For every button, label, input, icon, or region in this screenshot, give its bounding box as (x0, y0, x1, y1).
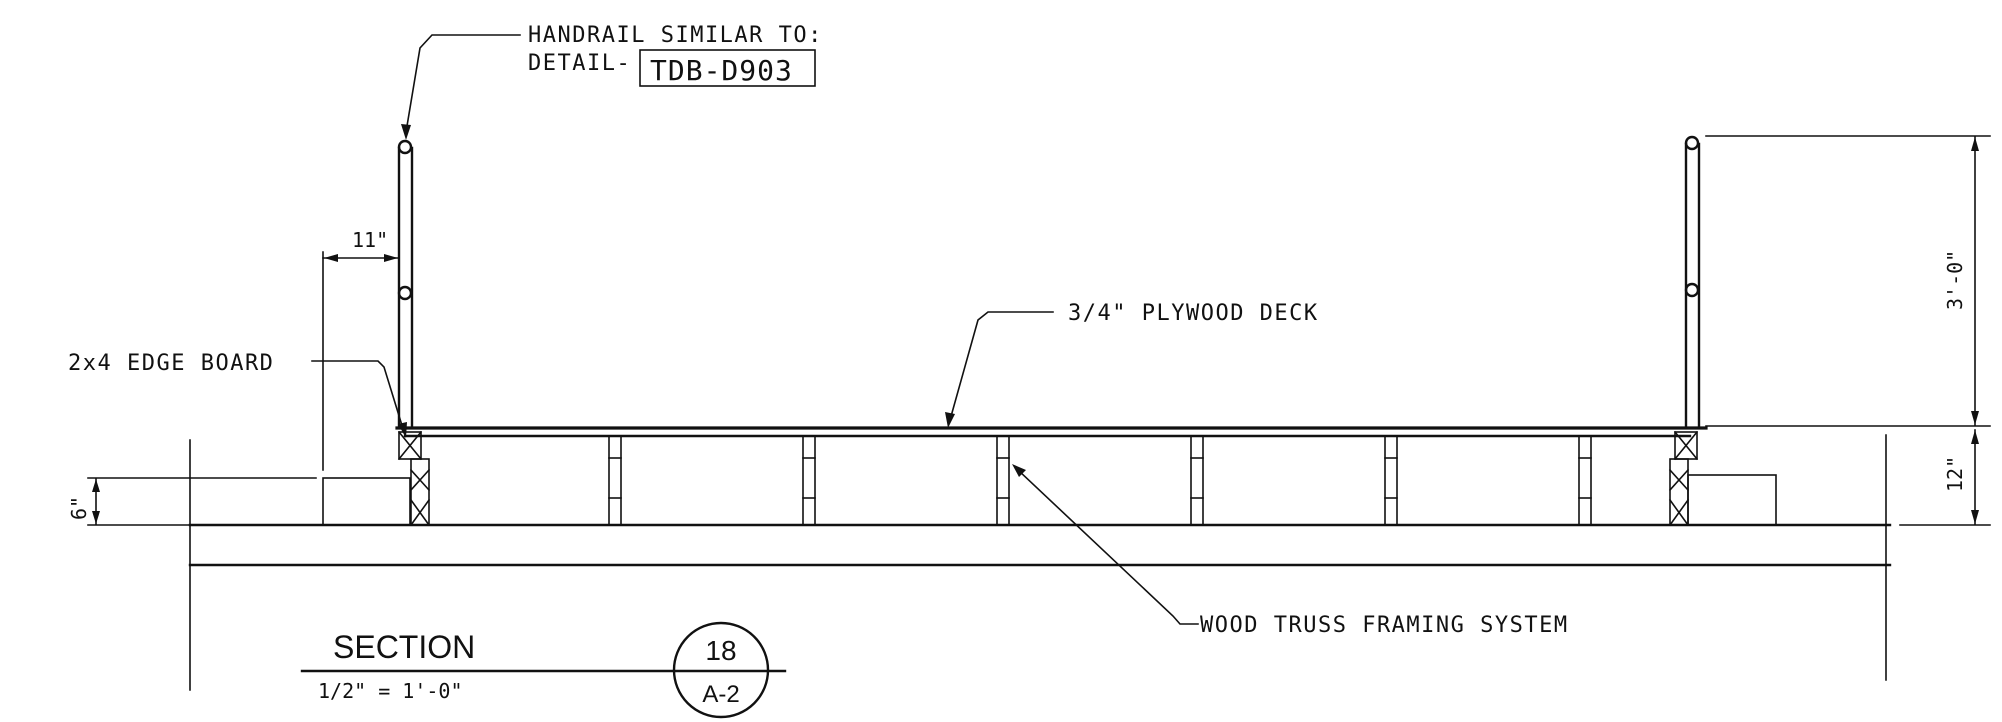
truss-label: WOOD TRUSS FRAMING SYSTEM (1200, 613, 1569, 638)
truss-post (1578, 435, 1592, 526)
handrail-leader (401, 34, 521, 140)
dim-rail-offset-label: 11" (352, 228, 388, 252)
section-title-block: SECTION 1/2" = 1'-0" 18 A-2 (300, 621, 787, 719)
right-curb (1687, 474, 1777, 526)
detail-ref-box (639, 49, 816, 87)
truss-post (802, 435, 816, 526)
plywood-label: 3/4" PLYWOOD DECK (1068, 301, 1319, 326)
left-edge-board (397, 430, 431, 527)
handrail-label-line2: DETAIL- (528, 51, 631, 76)
detail-ref: TDB-D903 (650, 54, 793, 87)
plywood-leader (945, 311, 1054, 428)
truss-posts (608, 435, 1592, 526)
truss-post (996, 435, 1010, 526)
edge-board-label: 2x4 EDGE BOARD (68, 351, 274, 376)
detail-number: 18 (705, 635, 736, 666)
handrail-label-line1: HANDRAIL SIMILAR TO: (528, 23, 823, 48)
dim-rail-offset: 11" (322, 228, 400, 471)
plywood-deck (395, 426, 1708, 438)
edge-board-leader (311, 360, 407, 438)
ground-slab (188, 434, 1892, 691)
truss-leader (1012, 464, 1199, 625)
dim-curb-height-label: 6" (67, 496, 91, 520)
left-handrail (397, 139, 414, 430)
right-edge-board (1668, 430, 1699, 527)
truss-post (608, 435, 622, 526)
dim-deck-height: 12" (1899, 429, 1991, 526)
sheet-number: A-2 (702, 681, 739, 708)
truss-post (1190, 435, 1204, 526)
right-handrail (1684, 135, 1701, 430)
truss-post (1384, 435, 1398, 526)
dim-deck-height-label: 12" (1943, 456, 1967, 492)
dim-rail-height-label: 3'-0" (1943, 250, 1967, 310)
section-scale: 1/2" = 1'-0" (318, 679, 463, 703)
section-title: SECTION (333, 629, 475, 665)
left-curb (322, 477, 411, 526)
dim-rail-height: 3'-0" (1705, 135, 1991, 427)
dim-curb-height: 6" (67, 477, 317, 526)
